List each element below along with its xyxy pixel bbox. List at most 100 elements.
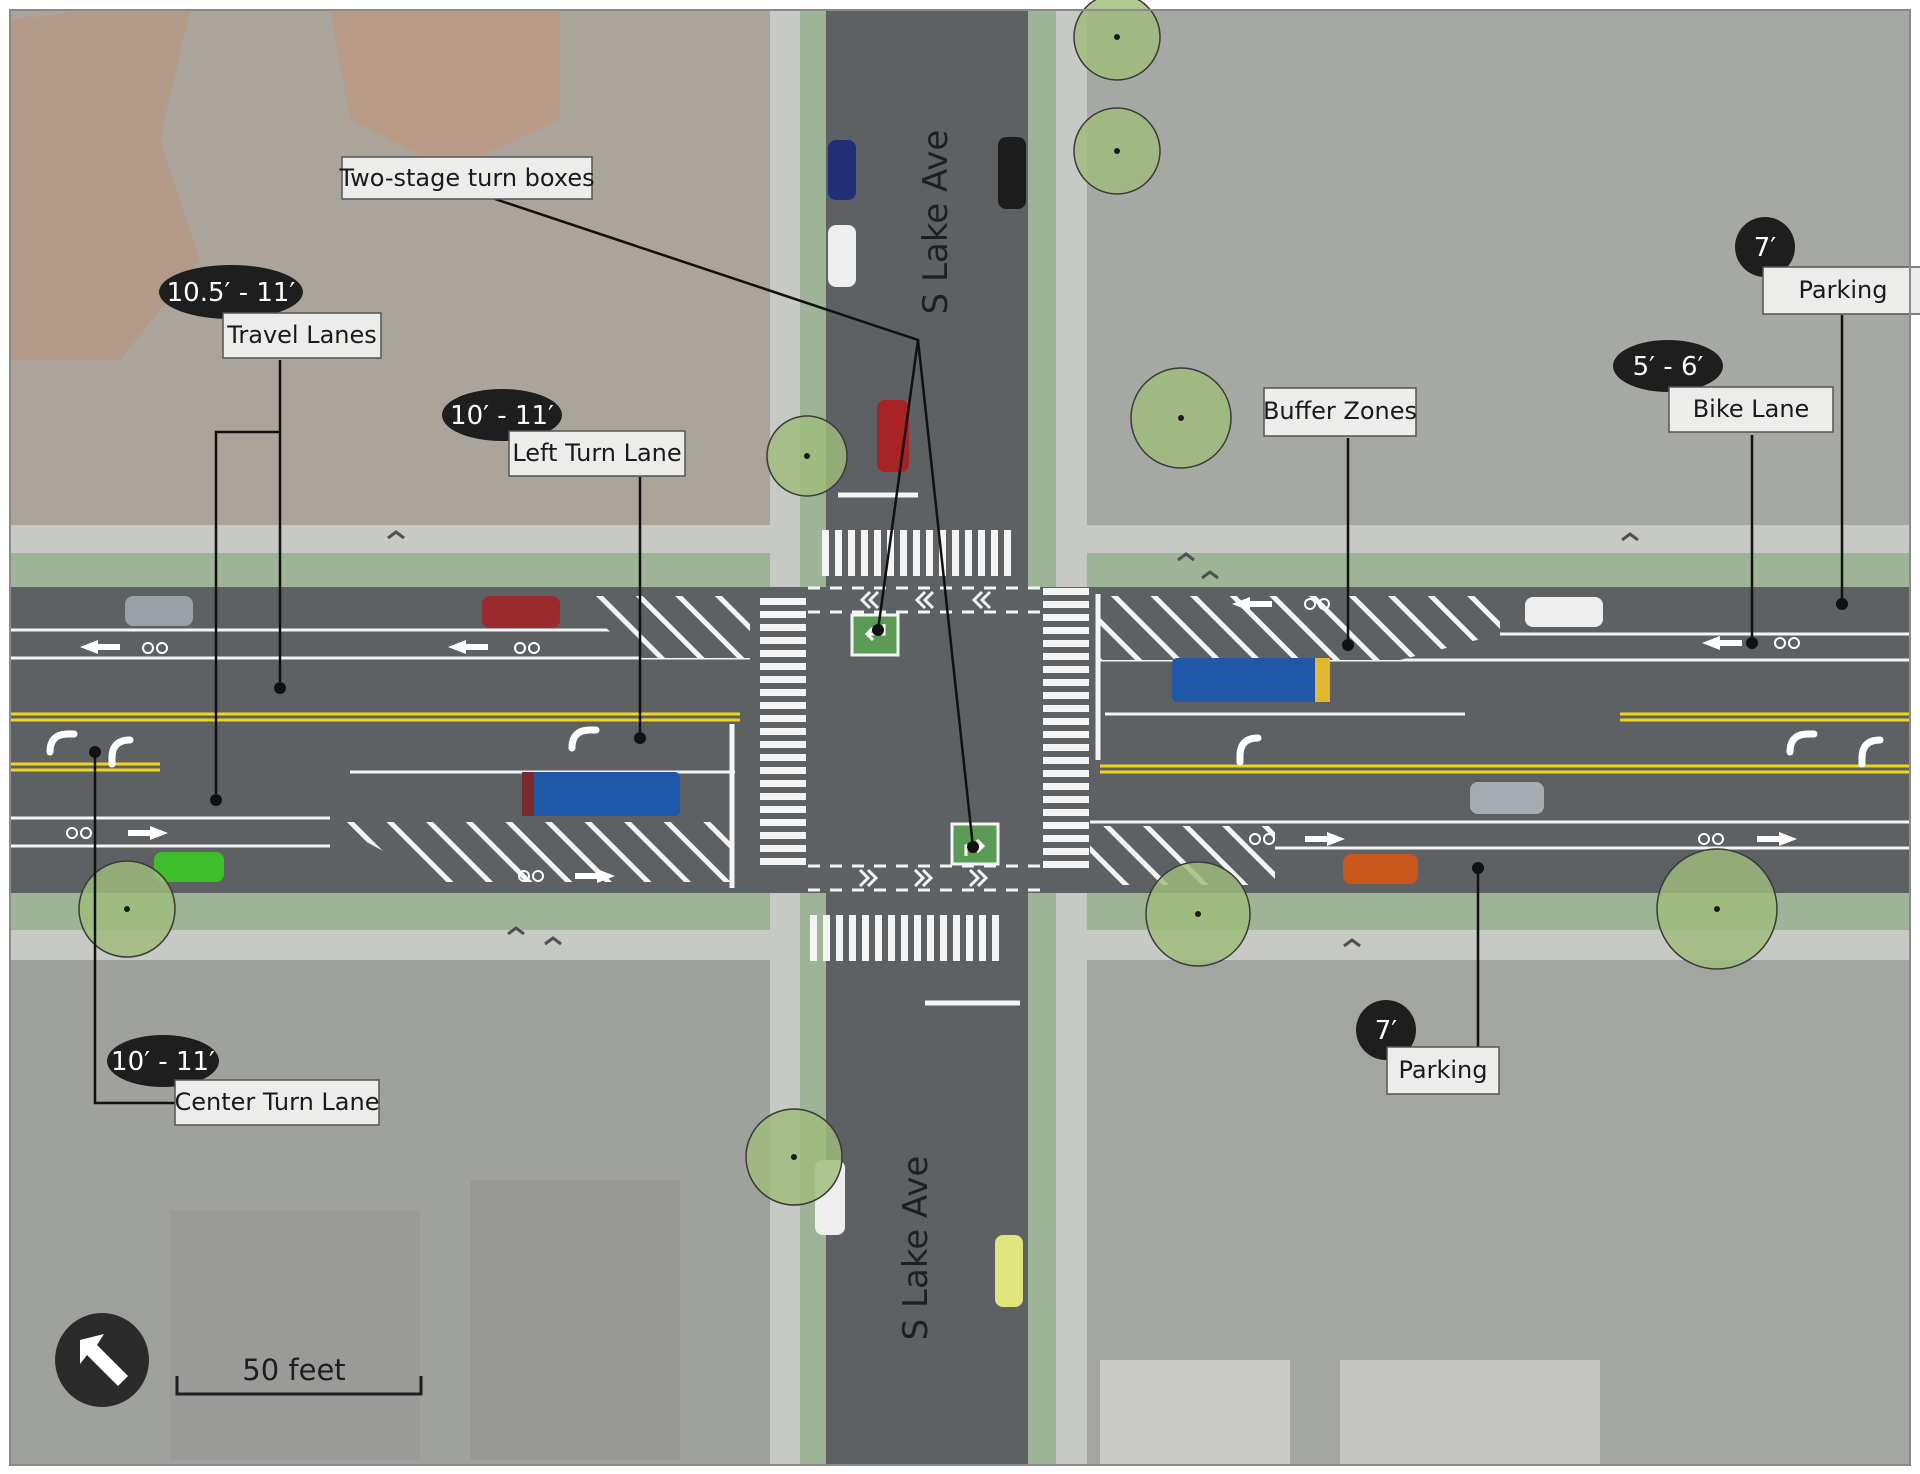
crosswalk-east: [1043, 588, 1089, 868]
car-orange-east: [1343, 854, 1418, 884]
turn-box-north-arrow-icon: [864, 624, 886, 642]
crosswalk-stripe: [760, 624, 806, 631]
crosswalk-stripe: [1043, 666, 1089, 673]
crosswalk-stripe: [966, 915, 973, 961]
crosswalk-stripe: [1043, 718, 1089, 725]
dim-bubble-bike-lane: [1613, 340, 1723, 392]
crosswalk-stripe: [1043, 731, 1089, 738]
crosswalk-stripe: [978, 530, 985, 576]
dim-bubble-left-turn: [442, 389, 562, 441]
label-two-stage-turn-boxes: Two-stage turn boxes: [338, 164, 594, 192]
label-left-turn-lane: Left Turn Lane: [512, 439, 681, 467]
house-roof-nw2: [330, 10, 560, 170]
scale-bar: [175, 1376, 423, 1396]
crosswalk-stripe: [965, 530, 972, 576]
dim-parking-north: 7′: [1754, 233, 1777, 263]
crosswalk-stripe: [760, 858, 806, 865]
turn-arrow-icon: [46, 726, 1884, 768]
house-roof-sw: [170, 1210, 420, 1460]
label-center-turn-lane: Center Turn Lane: [175, 1088, 380, 1116]
crosswalk-stripe: [991, 530, 998, 576]
label-parking-north: Parking: [1799, 276, 1888, 304]
car-grey-west: [125, 596, 193, 626]
buffer-zone-ne: [1100, 596, 1500, 660]
bird-icon: [387, 530, 1639, 948]
crosswalk-stripe: [760, 806, 806, 813]
buffer-zone-nw: [570, 596, 750, 658]
crosswalk-stripe: [953, 915, 960, 961]
car-white-east: [1525, 597, 1603, 627]
map-frame: [9, 9, 1911, 1466]
crosswalk-stripe: [1043, 757, 1089, 764]
car-red-west: [482, 596, 560, 628]
buffer-zone-sw: [330, 822, 730, 882]
label-parking-south: Parking: [1399, 1056, 1488, 1084]
bike-crossing-north: [808, 586, 1042, 614]
crosswalk-stripe: [874, 530, 881, 576]
crosswalk-stripe: [1043, 822, 1089, 829]
crosswalk-stripe: [1043, 614, 1089, 621]
crosswalk-stripe: [760, 845, 806, 852]
leader-dots: [89, 598, 1848, 874]
crosswalk-stripe: [927, 915, 934, 961]
crosswalk-stripe: [848, 530, 855, 576]
dim-bubble-parking-north: [1735, 217, 1795, 277]
crosswalk-stripe: [913, 530, 920, 576]
crosswalk-stripe: [760, 676, 806, 683]
street-name-north: S Lake Ave: [916, 130, 956, 315]
crosswalk-stripe: [888, 915, 895, 961]
dim-parking-south: 7′: [1375, 1016, 1398, 1046]
crosswalk-stripe: [760, 598, 806, 605]
house-roof-nw: [10, 10, 200, 360]
crosswalk-stripe: [760, 663, 806, 670]
crosswalk-stripe: [1004, 530, 1011, 576]
crosswalk-stripe: [1043, 653, 1089, 660]
crosswalk-stripe: [849, 915, 856, 961]
car-black-north: [998, 137, 1026, 209]
crosswalk-stripe: [760, 637, 806, 644]
crosswalk-west: [760, 598, 806, 865]
scale-bar-label: 50 feet: [242, 1353, 345, 1387]
dim-bubble-travel-lanes: [159, 265, 303, 319]
turn-box-north: [850, 613, 900, 657]
car-green-west: [154, 852, 224, 882]
crosswalk-stripe: [875, 915, 882, 961]
crosswalk-stripe: [823, 915, 830, 961]
crosswalk-stripe: [861, 530, 868, 576]
label-buffer-zones: Buffer Zones: [1263, 397, 1417, 425]
car-blue-north: [828, 140, 856, 200]
crosswalk-stripe: [760, 702, 806, 709]
crosswalk-stripe: [940, 915, 947, 961]
crosswalk-stripe: [810, 915, 817, 961]
crosswalk-stripe: [760, 728, 806, 735]
house-roof-sw2: [470, 1180, 680, 1460]
crosswalk-stripe: [760, 793, 806, 800]
crosswalk-stripe: [1043, 640, 1089, 647]
crosswalk-stripe: [1043, 796, 1089, 803]
crosswalk-stripe: [1043, 835, 1089, 842]
dim-travel-lanes: 10.5′ - 11′: [167, 278, 296, 308]
label-travel-lanes: Travel Lanes: [226, 321, 377, 349]
label-bike-lane: Bike Lane: [1693, 395, 1810, 423]
centerline-west: [10, 712, 740, 772]
crosswalk-stripe: [760, 741, 806, 748]
car-white-north: [828, 225, 856, 287]
house-roof-se: [1100, 1360, 1290, 1465]
crosswalk-stripe: [992, 915, 999, 961]
house-roof-se2: [1340, 1360, 1600, 1465]
crosswalk-stripe: [1043, 744, 1089, 751]
tree-center-dots: [124, 34, 1720, 1160]
crosswalk-stripe: [901, 915, 908, 961]
lane-arrows: [80, 597, 1797, 883]
north-arrow-icon: [55, 1313, 149, 1407]
crosswalk-stripe: [939, 530, 946, 576]
crosswalk-stripe: [1043, 601, 1089, 608]
crosswalk-stripe: [1043, 679, 1089, 686]
crosswalk-stripe: [1043, 627, 1089, 634]
crosswalk-stripe: [1043, 783, 1089, 790]
dim-left-turn-lane: 10′ - 11′: [450, 401, 554, 431]
crosswalk-stripe: [835, 530, 842, 576]
dim-bike-lane: 5′ - 6′: [1633, 352, 1704, 382]
crosswalk-stripe: [900, 530, 907, 576]
